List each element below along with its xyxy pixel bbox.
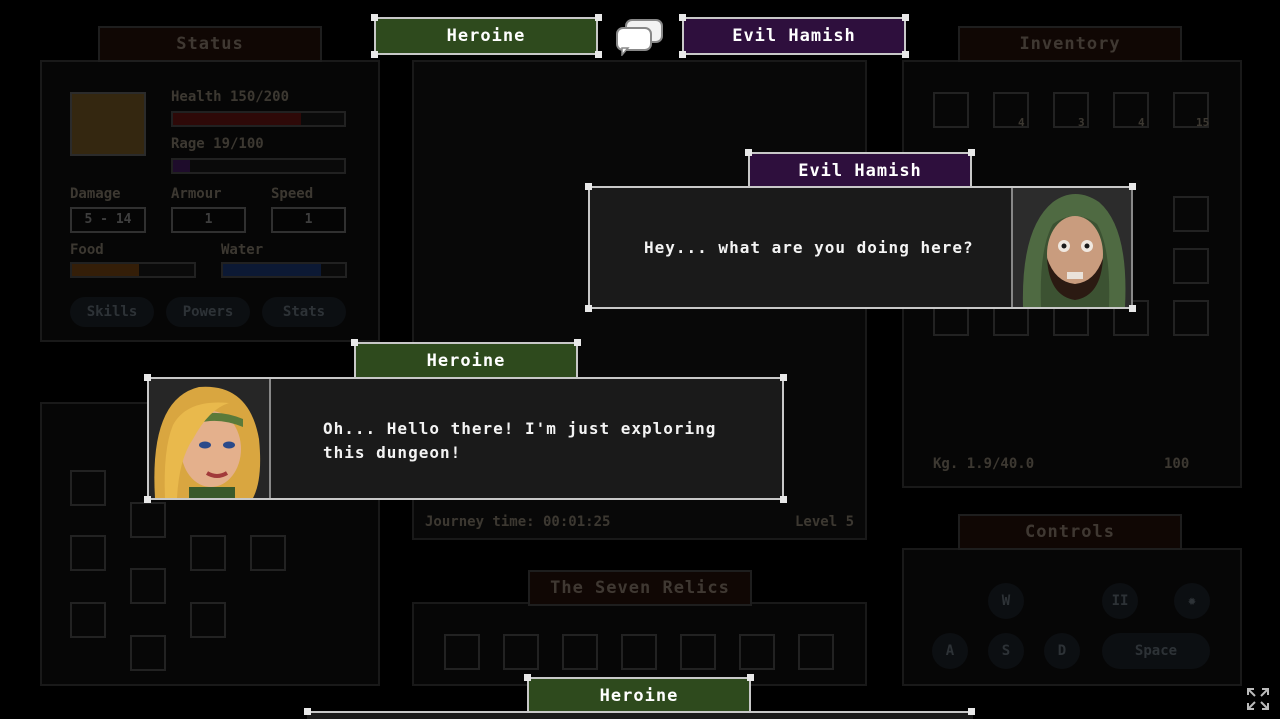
hamish-portrait — [1011, 188, 1133, 307]
pause-button[interactable]: II — [1102, 583, 1138, 619]
controls-title: Controls — [958, 514, 1182, 550]
inventory-title: Inventory — [958, 26, 1182, 62]
skill-slot[interactable] — [130, 502, 166, 538]
bottom-heroine-tag: Heroine — [527, 677, 751, 715]
hamish-dialogue-text: Hey... what are you doing here? — [644, 238, 974, 257]
rage-bar — [171, 158, 346, 174]
relic-slot[interactable] — [680, 634, 716, 670]
skill-slot[interactable] — [70, 602, 106, 638]
heroine-speaker-tag: Heroine — [354, 342, 578, 380]
armour-label: Armour — [171, 186, 222, 202]
food-label: Food — [70, 242, 104, 258]
relic-slot[interactable] — [444, 634, 480, 670]
hamish-speaker-tag: Evil Hamish — [748, 152, 972, 190]
damage-label: Damage — [70, 186, 121, 202]
heroine-dialogue-text: Oh... Hello there! I'm just exploring th… — [323, 419, 717, 462]
skill-slot[interactable] — [130, 635, 166, 671]
relic-slot[interactable] — [798, 634, 834, 670]
skill-slot[interactable] — [250, 535, 286, 571]
dungeon-level: Level 5 — [795, 514, 855, 530]
item-count: 4 — [1018, 116, 1025, 129]
item-count: 3 — [1078, 116, 1085, 129]
heroine-portrait — [149, 379, 271, 498]
gold-count: 100 — [1164, 456, 1190, 472]
settings-icon[interactable]: ✹ — [1174, 583, 1210, 619]
key-s-button[interactable]: S — [988, 633, 1024, 669]
inventory-slot[interactable] — [1173, 196, 1209, 232]
status-title: Status — [98, 26, 322, 62]
health-label: Health 150/200 — [171, 89, 290, 105]
skill-slot[interactable] — [70, 470, 106, 506]
skills-tab[interactable]: Skills — [70, 297, 154, 327]
skill-slot[interactable] — [70, 535, 106, 571]
key-space-button[interactable]: Space — [1102, 633, 1210, 669]
water-label: Water — [221, 242, 264, 258]
top-hamish-tag: Evil Hamish — [682, 17, 906, 55]
fullscreen-icon[interactable] — [1246, 687, 1270, 711]
speed-label: Speed — [271, 186, 314, 202]
damage-value: 5 - 14 — [70, 207, 146, 233]
item-count: 15 — [1196, 116, 1210, 129]
relic-slot[interactable] — [562, 634, 598, 670]
relic-slot[interactable] — [621, 634, 657, 670]
relics-title: The Seven Relics — [528, 570, 752, 606]
skill-slot[interactable] — [190, 535, 226, 571]
inventory-slot[interactable] — [1053, 92, 1089, 128]
weight-readout: Kg. 1.9/40.0 — [933, 456, 1035, 472]
water-bar — [221, 262, 347, 278]
stats-tab[interactable]: Stats — [262, 297, 346, 327]
key-w-button[interactable]: W — [988, 583, 1024, 619]
inventory-slot[interactable] — [1173, 92, 1209, 128]
inventory-slot[interactable] — [1113, 92, 1149, 128]
key-d-button[interactable]: D — [1044, 633, 1080, 669]
skill-slot[interactable] — [190, 602, 226, 638]
skill-slot[interactable] — [130, 568, 166, 604]
rage-label: Rage 19/100 — [171, 136, 264, 152]
relic-slot[interactable] — [739, 634, 775, 670]
health-bar — [171, 111, 346, 127]
bottom-dialogue-edge — [307, 711, 973, 719]
hero-avatar — [70, 92, 146, 156]
hamish-dialogue-box[interactable]: Hey... what are you doing here? — [588, 186, 1133, 309]
relic-slot[interactable] — [503, 634, 539, 670]
speech-bubbles-icon — [614, 18, 666, 58]
heroine-dialogue-box[interactable]: Oh... Hello there! I'm just exploring th… — [147, 377, 784, 500]
inventory-slot[interactable] — [993, 92, 1029, 128]
food-bar — [70, 262, 196, 278]
inventory-slot[interactable] — [1173, 300, 1209, 336]
top-heroine-tag: Heroine — [374, 17, 598, 55]
key-a-button[interactable]: A — [932, 633, 968, 669]
inventory-slot[interactable] — [933, 92, 969, 128]
powers-tab[interactable]: Powers — [166, 297, 250, 327]
armour-value: 1 — [171, 207, 246, 233]
item-count: 4 — [1138, 116, 1145, 129]
inventory-slot[interactable] — [1173, 248, 1209, 284]
speed-value: 1 — [271, 207, 346, 233]
journey-time: Journey time: 00:01:25 — [425, 514, 611, 530]
